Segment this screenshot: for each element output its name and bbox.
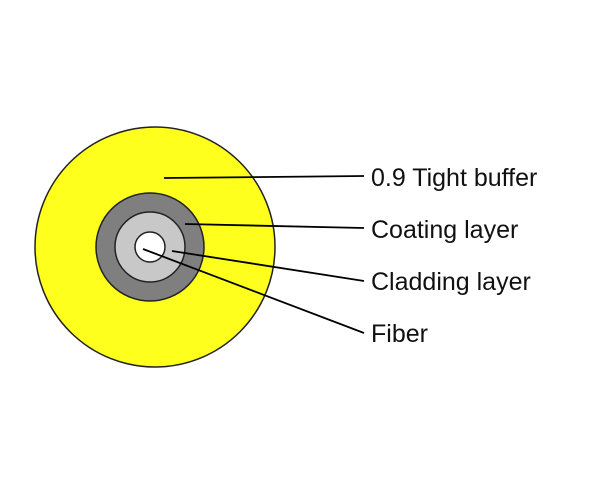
fiber-core xyxy=(134,231,166,263)
label-tight-buffer: 0.9 Tight buffer xyxy=(371,164,537,192)
leader-line-buffer xyxy=(163,175,365,179)
label-coating-layer: Coating layer xyxy=(371,216,518,244)
leader-line-cladding xyxy=(171,250,365,282)
leader-line-fiber xyxy=(142,248,365,334)
label-cladding-layer: Cladding layer xyxy=(371,268,531,296)
leader-line-coating xyxy=(184,223,365,229)
label-fiber: Fiber xyxy=(371,320,428,348)
